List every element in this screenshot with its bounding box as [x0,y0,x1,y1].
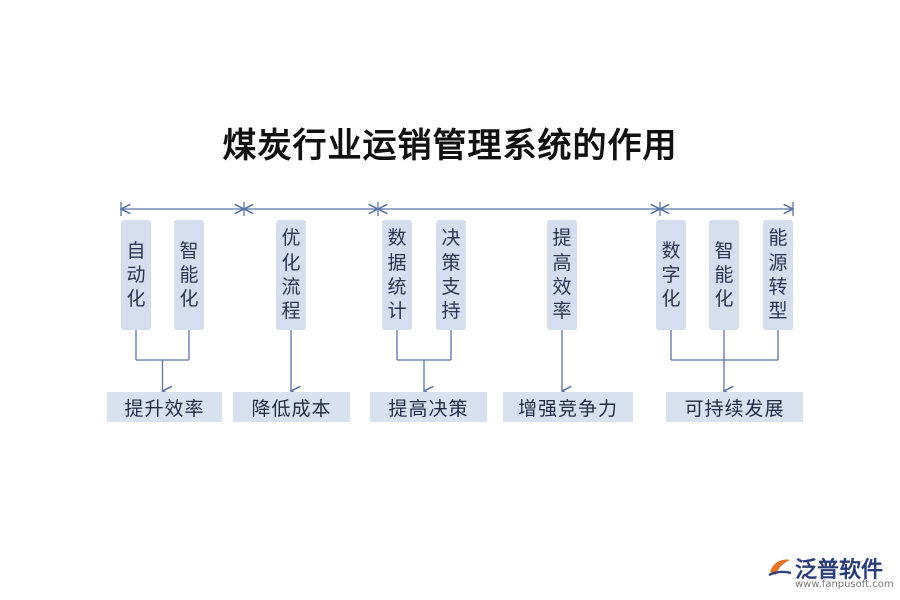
factor-pill-char: 程 [281,300,301,323]
factor-pill-char: 策 [441,251,461,274]
factor-pill-char: 统 [387,276,407,298]
factor-pill-char: 智 [179,239,199,262]
factor-pill: 决策支持 [436,220,466,330]
factor-pill-char: 高 [552,251,572,274]
factor-pill-char: 能 [714,263,734,286]
factor-pill-char: 数 [661,239,681,262]
factor-pill: 自动化 [121,220,151,330]
factor-pill-char: 决 [441,227,461,250]
factor-pill-char: 数 [387,227,407,250]
factor-pill-char: 化 [661,288,681,311]
factor-pill-char: 流 [281,276,301,298]
result-box: 降低成本 [233,392,350,422]
result-box: 提升效率 [107,392,222,422]
top-range-arrows [121,202,793,216]
factor-pill-char: 能 [179,263,199,286]
factor-pill-char: 源 [768,251,788,274]
result-box: 可持续发展 [666,392,803,422]
factor-pill-char: 转 [768,276,788,298]
factor-pill: 智能化 [709,220,739,330]
factor-pill: 能源转型 [763,220,793,330]
result-box: 提高决策 [370,392,487,422]
logo-url: www.fanpusoft.com [795,579,894,590]
brand-logo: 泛普软件 www.fanpusoft.com [765,552,895,592]
factor-pill-char: 支 [441,276,461,298]
factor-pill-char: 能 [768,227,788,250]
factor-pill: 智能化 [174,220,204,330]
factor-pill: 优化流程 [276,220,306,330]
factor-pill-char: 字 [661,263,681,286]
factor-pill-char: 化 [126,288,146,311]
factor-pill-char: 优 [281,227,301,250]
factor-pill-char: 智 [714,239,734,262]
factor-pill-char: 自 [126,239,146,262]
factor-pill-char: 型 [768,300,788,323]
logo-mark-icon [768,559,792,576]
factor-pill: 数据统计 [382,220,412,330]
factor-pill-char: 化 [714,288,734,311]
result-box: 增强竞争力 [503,392,633,422]
factor-pill: 数字化 [656,220,686,330]
factor-pill-char: 动 [126,263,146,286]
factor-pill: 提高效率 [547,220,577,330]
diagram-title: 煤炭行业运销管理系统的作用 [222,126,678,166]
group-bracket-lines [135,330,779,391]
factor-pill-char: 效 [552,276,572,298]
factor-pill-char: 化 [179,288,199,311]
factor-pill-char: 率 [552,300,572,323]
factor-pill-char: 化 [281,251,301,274]
factor-pill-char: 持 [441,300,461,323]
factor-pill-char: 计 [387,300,407,323]
factor-pill-char: 提 [552,227,572,250]
logo-name: 泛普软件 [795,558,884,583]
factor-pill-char: 据 [387,251,407,274]
